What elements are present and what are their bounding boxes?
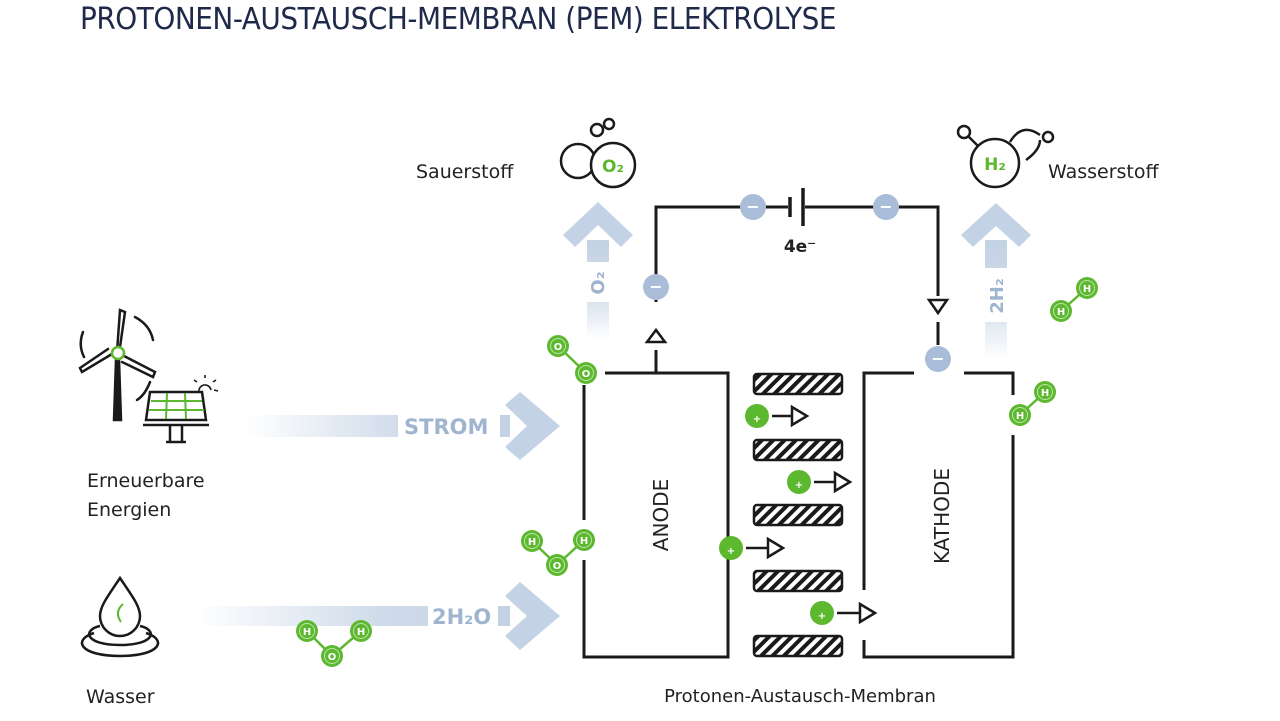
proton: + [810,601,878,625]
power-flow-label: STROM [404,415,488,439]
cathode [862,371,1015,659]
hydrogen-atom: H [296,620,318,642]
hydrogen-atom: H [350,620,372,642]
svg-text:H: H [1041,388,1049,399]
hydrogen-atom: H [573,529,595,551]
anode [582,371,730,659]
svg-text:H: H [303,627,311,638]
proton-exchange-membrane [752,372,844,658]
svg-text:H: H [1083,284,1091,295]
water-flow-label: 2H₂O [432,605,491,629]
electron: − [873,194,899,220]
water-drop-icon [80,575,160,658]
anode-label: ANODE [649,479,673,551]
battery-icon [788,188,805,226]
diagram-title: PROTONEN-AUSTAUSCH-MEMBRAN (PEM) ELEKTRO… [80,2,837,37]
external-circuit [654,205,940,373]
svg-text:H: H [580,536,588,547]
oxygen-formula: O₂ [602,157,624,177]
hydrogen-formula: H₂ [984,155,1006,175]
hydrogen-flow-label: 2H₂ [987,278,1008,313]
hydrogen-molecule: H H [1009,381,1056,426]
svg-text:+: + [727,546,735,557]
svg-text:+: + [818,611,826,622]
oxygen-flow-arrow: O₂ [563,202,633,340]
svg-text:H: H [357,627,365,638]
proton: + [745,404,810,428]
hydrogen-flow-arrow: 2H₂ [961,203,1031,360]
solar-panel-icon [143,375,219,444]
renewables-label-line2: Energien [87,499,171,521]
svg-text:+: + [795,480,803,491]
oxygen-flow-label: O₂ [588,271,609,294]
svg-text:O: O [553,561,562,572]
svg-text:H: H [1016,411,1024,422]
electrons: − − − − [643,194,951,372]
hydrogen-atom: H [1050,300,1072,322]
cathode-label: KATHODE [930,468,954,564]
electron: − [925,346,951,372]
svg-text:O: O [554,342,563,353]
oxygen-molecule: O O [547,335,597,384]
electrons-label: 4e⁻ [784,237,816,257]
svg-text:O: O [328,652,337,663]
svg-text:O: O [582,369,591,380]
proton-flow: + + + + [719,404,878,625]
hydrogen-atom: H [1034,381,1056,403]
water-molecule: H O H [296,620,372,667]
water-label: Wasser [86,686,155,708]
hydrogen-atom: H [521,530,543,552]
power-flow-arrow: STROM [245,392,560,460]
oxygen-bubbles-icon [559,117,637,189]
wind-turbine-icon [78,308,157,422]
svg-text:+: + [753,414,761,425]
sun-icon [193,375,219,393]
oxygen-label: Sauerstoff [416,161,514,183]
renewables-label-line1: Erneuerbare [87,470,205,492]
svg-text:−: − [879,197,892,216]
svg-text:−: − [931,349,944,368]
proton: + [719,536,786,560]
electron: − [643,274,669,300]
electron-direction-down-icon [926,298,950,316]
hydrogen-label: Wasserstoff [1048,161,1159,183]
electron: − [740,194,766,220]
oxygen-atom: O [546,554,568,576]
svg-text:H: H [1057,307,1065,318]
oxygen-atom: O [321,645,343,667]
electron-direction-up-icon [644,327,668,344]
hydrogen-atom: H [1076,277,1098,299]
svg-text:−: − [746,197,759,216]
oxygen-atom: O [575,362,597,384]
water-flow-arrow: 2H₂O [195,582,560,650]
water-molecule: H O H [521,529,595,576]
hydrogen-atom: H [1009,404,1031,426]
proton: + [787,470,853,494]
svg-text:H: H [528,537,536,548]
svg-text:−: − [649,277,662,296]
hydrogen-molecule-icon [956,124,1055,189]
membrane-label: Protonen-Austausch-Membran [664,686,936,707]
hydrogen-molecule: H H [1050,277,1098,322]
oxygen-atom: O [547,335,569,357]
